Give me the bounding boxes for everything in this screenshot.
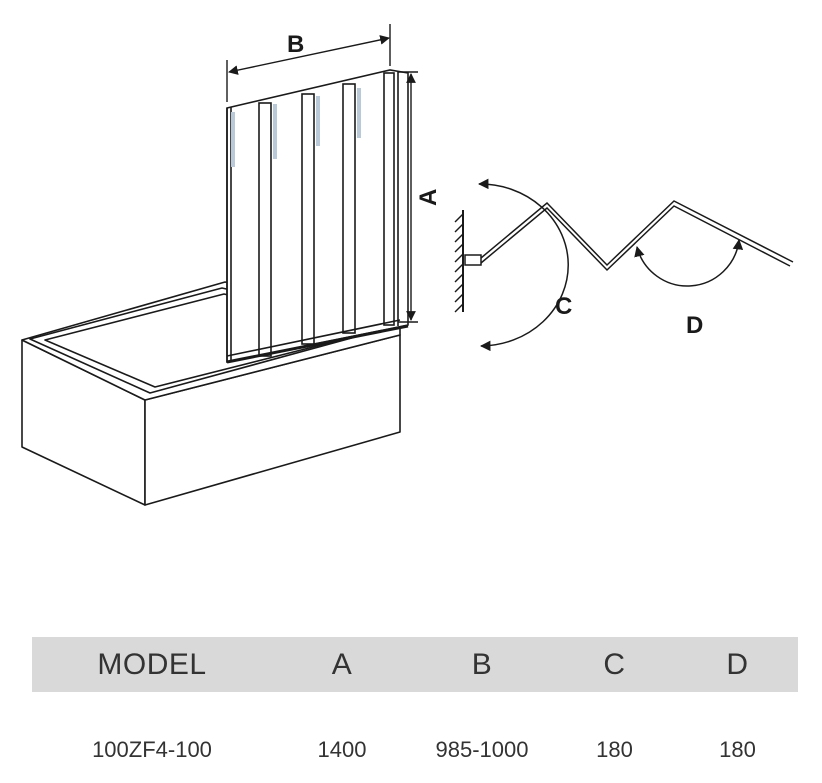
cell-b: 985-1000	[435, 736, 529, 762]
dimension-a	[398, 71, 418, 323]
cell-a: 1400	[317, 736, 367, 762]
cell-d: 180	[719, 736, 756, 762]
label-a: A	[415, 189, 442, 206]
glass-highlight	[231, 88, 361, 167]
plan-view	[454, 178, 794, 352]
spec-table: MODEL A B C D 100ZF4-100 1400 985-1000 1…	[32, 637, 798, 777]
header-a: A	[331, 647, 353, 681]
dimension-b	[226, 24, 391, 102]
header-model: MODEL	[97, 647, 207, 681]
header-c: C	[603, 647, 626, 681]
label-d: D	[686, 312, 703, 339]
cell-model: 100ZF4-100	[92, 736, 212, 762]
label-c: C	[555, 293, 572, 320]
label-b: B	[287, 31, 304, 58]
table-header: MODEL A B C D	[32, 637, 798, 692]
header-d: D	[726, 647, 749, 681]
folding-screen	[226, 69, 409, 364]
table-row: 100ZF4-100 1400 985-1000 180 180	[32, 722, 798, 777]
wall-hatch	[454, 213, 464, 313]
header-b: B	[471, 647, 493, 681]
cell-c: 180	[596, 736, 633, 762]
bathtub-screen-diagram: B A C D	[21, 24, 794, 506]
